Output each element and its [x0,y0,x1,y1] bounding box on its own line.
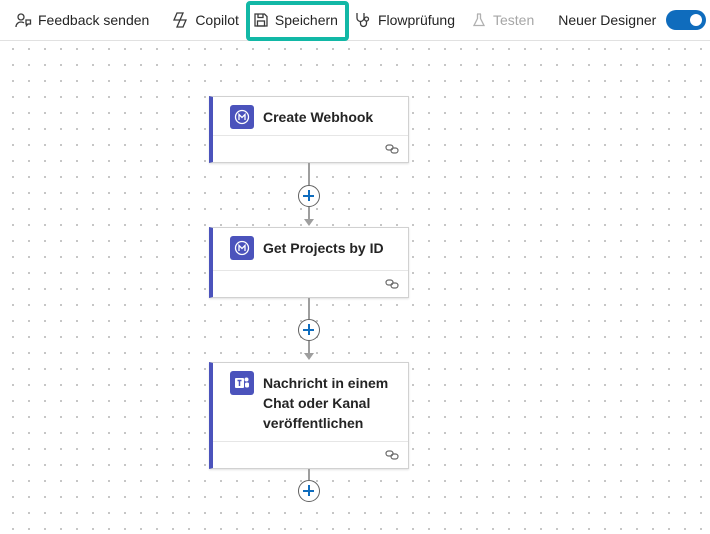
flow-arrow-icon [304,353,314,360]
custom-connector-icon [230,236,254,260]
flow-step-footer [213,441,408,468]
flowcheck-label: Flowprüfung [377,12,455,28]
flow-connector-line [308,469,310,480]
add-step-button[interactable] [298,185,320,207]
copilot-button[interactable]: Copilot [161,0,247,41]
link-icon[interactable] [385,449,399,461]
flow-step-header: Get Projects by ID [213,228,408,260]
add-step-button[interactable] [298,319,320,341]
flow-connector-line [308,298,310,319]
new-designer-label: Neuer Designer [558,12,657,28]
copilot-icon [173,12,188,28]
flow-step-title: Create Webhook [263,109,374,125]
flow-connector-line [308,207,310,221]
link-icon[interactable] [385,278,399,290]
save-button[interactable]: Speichern [247,0,346,41]
save-floppy-icon [254,13,268,27]
link-icon[interactable] [385,143,399,155]
test-button[interactable]: Testen [463,0,542,41]
new-designer-switch[interactable] [666,10,707,30]
flask-icon [472,13,486,27]
save-label: Speichern [274,12,338,28]
flow-step-header: Create Webhook [213,97,408,129]
flow-step-title: Nachricht in einem Chat oder Kanal veröf… [263,375,389,431]
stethoscope-icon [356,13,370,28]
flow-step-card[interactable]: Nachricht in einem Chat oder Kanal veröf… [209,362,409,469]
flowcheck-button[interactable]: Flowprüfung [346,0,463,41]
add-step-button[interactable] [298,480,320,502]
feedback-label: Feedback senden [38,12,150,28]
flow-step-title: Get Projects by ID [263,240,384,256]
copilot-label: Copilot [195,12,239,28]
custom-connector-icon [230,105,254,129]
flow-step-footer [213,270,408,297]
teams-icon [230,371,254,395]
flow-step-header: Nachricht in einem Chat oder Kanal veröf… [213,363,408,433]
feedback-person-icon [15,13,32,28]
flow-connector-line [308,163,310,185]
flow-step-footer [213,135,408,162]
toolbar: Feedback senden Copilot Speichern Flowpr… [0,0,710,41]
flow-arrow-icon [304,219,314,226]
flow-connector-line [308,341,310,355]
test-label: Testen [493,12,535,28]
flow-step-card[interactable]: Create Webhook [209,96,409,163]
flow-step-card[interactable]: Get Projects by ID [209,227,409,298]
new-designer-toggle[interactable]: Neuer Designer [546,0,710,41]
feedback-button[interactable]: Feedback senden [0,0,157,41]
